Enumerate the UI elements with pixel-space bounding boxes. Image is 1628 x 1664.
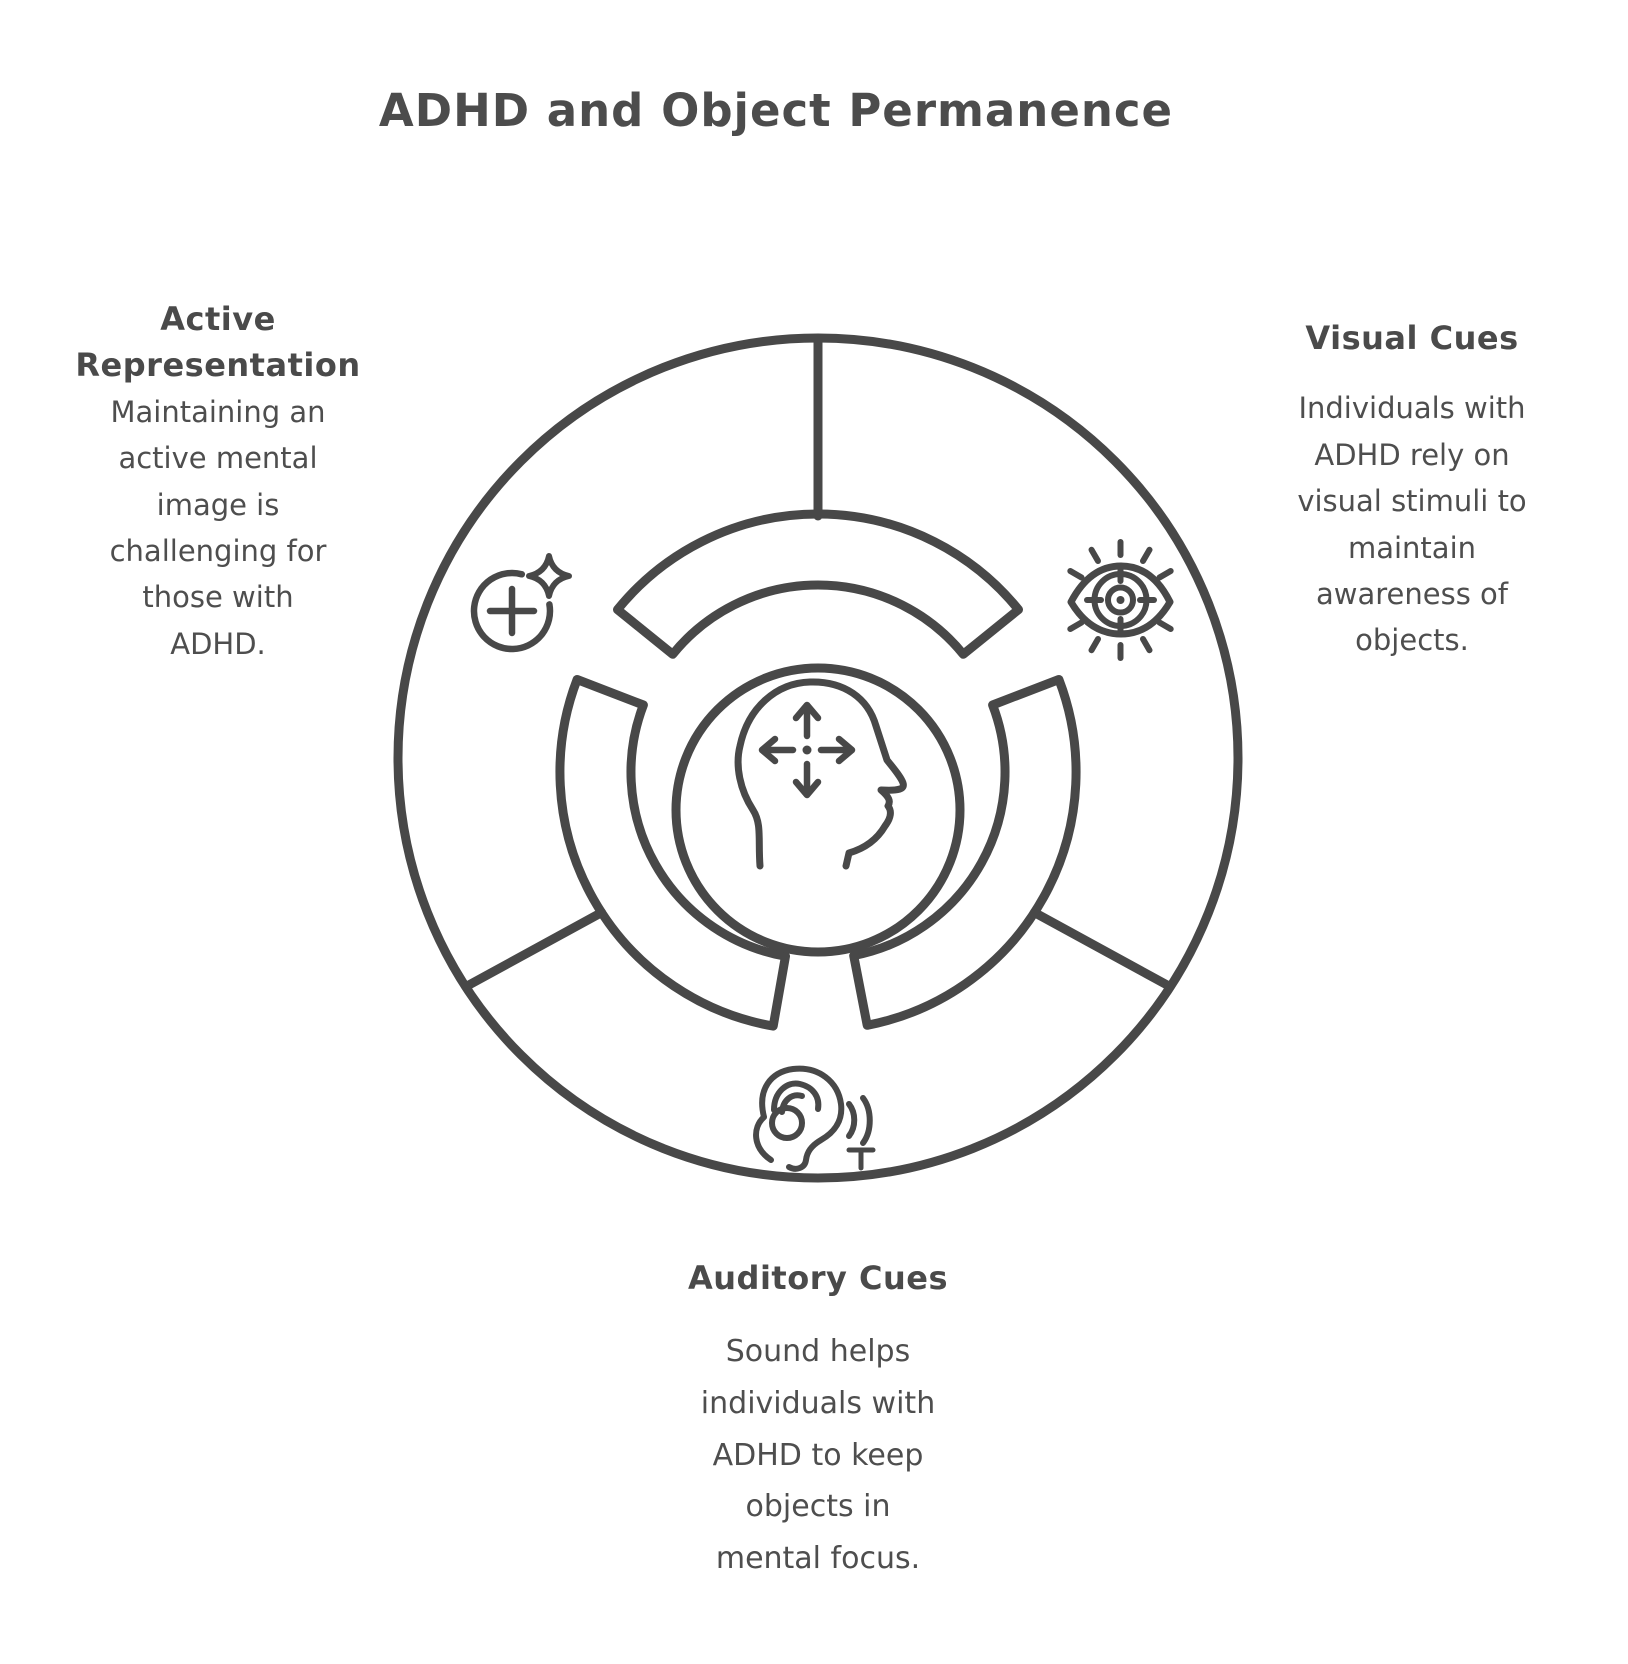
target-crosshair-ticks (1084, 564, 1157, 636)
page-title: ADHD and Object Permanence (378, 84, 1174, 137)
sound-wave-small (846, 1101, 858, 1139)
arrow-left (758, 735, 797, 765)
ear-hearing-icon (753, 1065, 876, 1172)
section-heading: Visual Cues (1305, 319, 1519, 357)
eye-outline (1067, 562, 1174, 638)
ring-segment-top (613, 509, 1023, 659)
sparkle (526, 553, 572, 599)
sound-wave-large (860, 1095, 873, 1146)
divider-line-lower-right (1029, 908, 1175, 992)
section-heading: Active Representation (75, 300, 361, 385)
ring-segment-left (555, 675, 790, 1031)
head-profile-outline (734, 678, 907, 870)
section-body: Sound helps individuals with ADHD to kee… (700, 1334, 936, 1576)
target-center-dot (1116, 596, 1125, 604)
section-heading: Auditory Cues (688, 1259, 948, 1297)
section-body: Maintaining an active mental image is ch… (109, 394, 327, 661)
section-active-representation: Active Representation Maintaining an act… (28, 296, 408, 667)
ear-inner-curve-1 (771, 1080, 822, 1113)
arrow-right (817, 735, 856, 765)
head-with-direction-arrows-icon (734, 678, 907, 870)
arrow-up (792, 701, 822, 740)
plus-circle-sparkle-icon (470, 553, 572, 653)
eye-target-icon (1067, 539, 1174, 661)
eye-rays (1067, 539, 1174, 661)
divider-line-lower-left (461, 908, 607, 992)
ring-segment-right (849, 675, 1081, 1030)
target-inner-circle (1105, 584, 1136, 616)
inner-circle (671, 663, 965, 957)
open-circle (470, 569, 554, 653)
section-auditory-cues: Auditory Cues Sound helps individuals wi… (628, 1255, 1008, 1584)
center-dot (802, 745, 812, 755)
ear-outline (753, 1065, 845, 1172)
section-body: Individuals with ADHD rely on visual sti… (1297, 391, 1527, 658)
telecoil-t-letter (846, 1147, 876, 1171)
ear-inner-circle (769, 1105, 805, 1141)
arrow-down (792, 760, 822, 799)
section-visual-cues: Visual Cues Individuals with ADHD rely o… (1222, 315, 1602, 664)
